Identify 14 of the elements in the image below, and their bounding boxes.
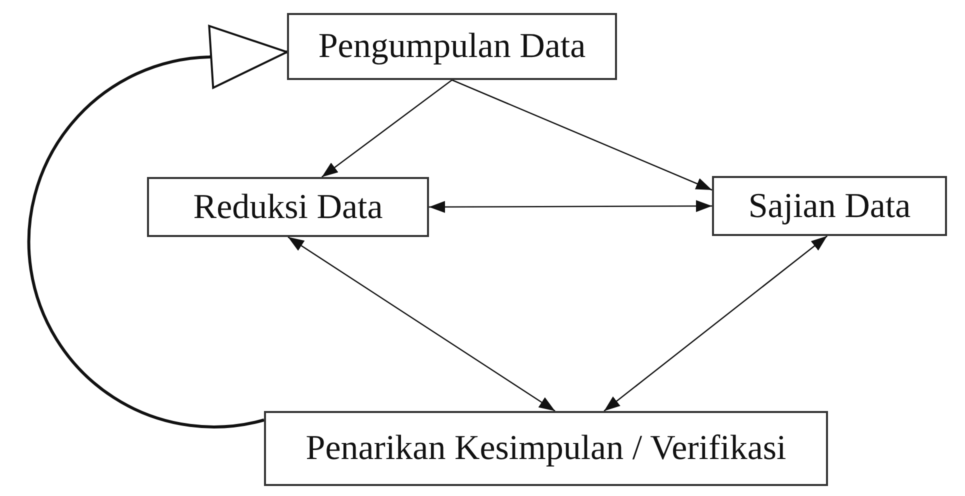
curved-arrow <box>28 24 288 428</box>
process-box <box>147 177 429 237</box>
double-arrow <box>604 235 828 412</box>
step-label: Penarikan Kesimpulan / Verifikasi <box>306 428 786 469</box>
step-label: Pengumpulan Data <box>318 26 586 67</box>
arrow <box>321 79 452 178</box>
step-label: Reduksi Data <box>193 186 383 228</box>
arrow <box>452 79 712 191</box>
double-arrow <box>288 236 556 412</box>
process-box <box>287 13 617 80</box>
step-label: Sajian Data <box>748 186 911 226</box>
process-box <box>264 411 828 486</box>
process-box <box>712 176 947 236</box>
double-arrow <box>429 200 712 213</box>
